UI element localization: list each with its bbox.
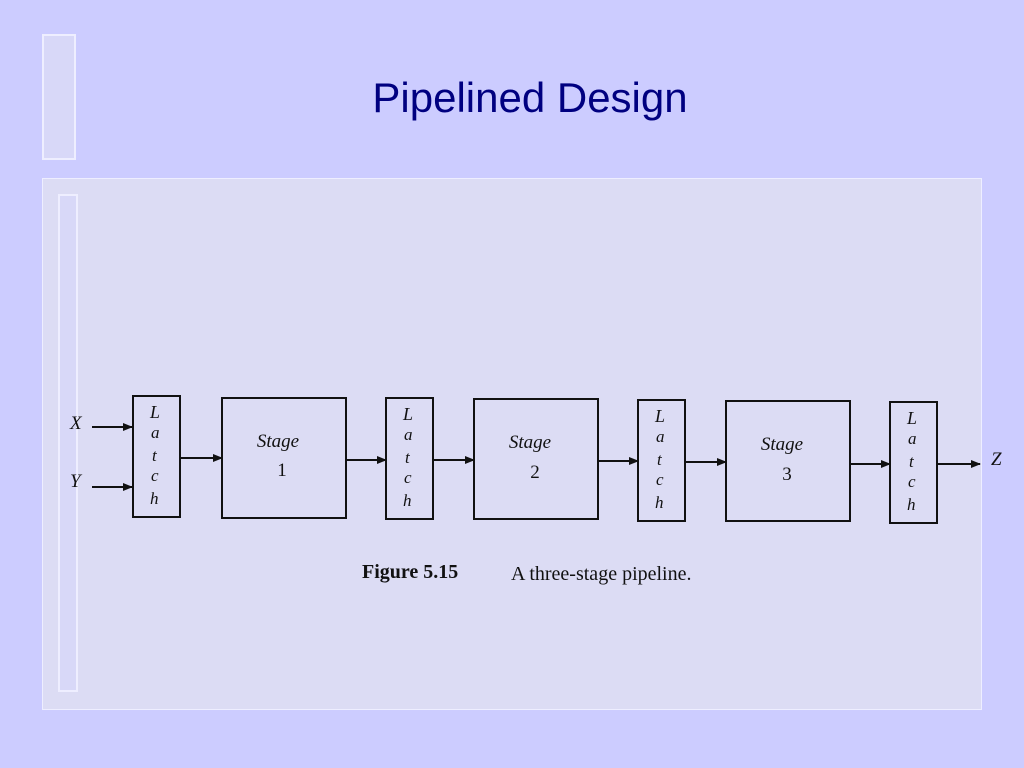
title-accent-bar — [42, 34, 76, 160]
latch-4-letter-h: h — [907, 495, 916, 514]
latch-2-letter-t: t — [405, 448, 411, 467]
stage-1: Stage 1 — [221, 397, 347, 519]
latch-1-letter-t: t — [152, 446, 158, 465]
latch-2: L a t c h — [385, 397, 434, 520]
latch-1-letter-h: h — [150, 489, 159, 508]
input-y-label: Y — [70, 471, 83, 492]
content-panel — [42, 178, 982, 710]
stage-1-number: 1 — [277, 460, 287, 481]
latch-3-letter-h: h — [655, 493, 664, 512]
stage-3-number: 3 — [782, 464, 792, 485]
input-x-label: X — [69, 413, 83, 434]
latch-3-letter-c: c — [656, 470, 664, 489]
latch-4-letter-a: a — [908, 429, 917, 448]
latch-4: L a t c h — [889, 401, 938, 524]
latch-3-letter-a: a — [656, 427, 665, 446]
content-accent-bar — [58, 194, 78, 692]
latch-2-letter-l: L — [402, 404, 413, 424]
latch-4-letter-c: c — [908, 472, 916, 491]
latch-3: L a t c h — [637, 399, 686, 522]
latch-1-letter-l: L — [149, 402, 160, 422]
latch-2-letter-a: a — [404, 425, 413, 444]
latch-1: L a t c h — [132, 395, 181, 518]
stage-2: Stage 2 — [473, 398, 599, 520]
latch-2-letter-c: c — [404, 468, 412, 487]
output-z-label: Z — [991, 449, 1002, 470]
caption-text: A three-stage pipeline. — [511, 563, 692, 585]
latch-2-letter-h: h — [403, 491, 412, 510]
latch-4-letter-t: t — [909, 452, 915, 471]
latch-4-letter-l: L — [906, 408, 917, 428]
stage-3: Stage 3 — [725, 400, 851, 522]
latch-3-letter-t: t — [657, 450, 663, 469]
latch-1-letter-a: a — [151, 423, 160, 442]
stage-2-number: 2 — [530, 462, 540, 483]
latch-3-letter-l: L — [654, 406, 665, 426]
caption-label: Figure 5.15 — [362, 561, 458, 583]
latch-1-letter-c: c — [151, 466, 159, 485]
slide-title: Pipelined Design — [372, 74, 688, 121]
stage-2-label: Stage — [509, 432, 551, 453]
stage-3-label: Stage — [761, 434, 803, 455]
stage-1-label: Stage — [257, 431, 299, 452]
